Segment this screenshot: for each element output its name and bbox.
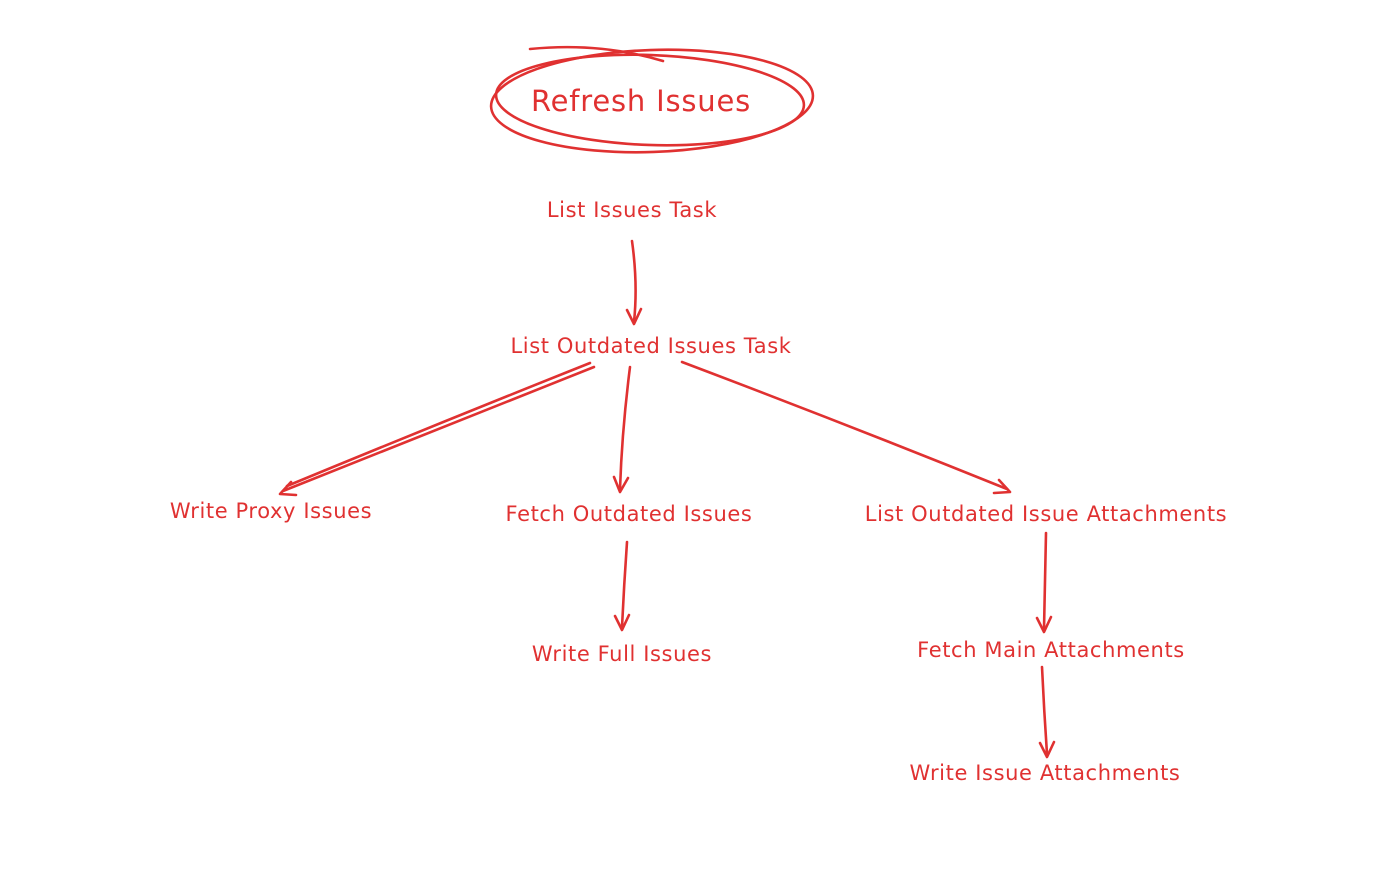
arrowhead	[278, 480, 298, 497]
edge-list-outdated-to-write-proxy	[278, 361, 596, 497]
node-write-full-issues: Write Full Issues	[531, 642, 713, 666]
node-list-outdated-issue-attachments: List Outdated Issue Attachments	[864, 502, 1228, 526]
arrowhead	[992, 478, 1012, 495]
node-write-proxy-issues: Write Proxy Issues	[169, 499, 373, 523]
edge-list-issues-to-list-outdated	[625, 239, 643, 326]
diagram-title: Refresh Issues	[530, 84, 752, 118]
arrowhead	[1038, 740, 1056, 759]
edge-fetch-outdated-to-write-full	[613, 540, 631, 632]
arrowhead	[625, 307, 643, 326]
arrowhead	[1035, 615, 1053, 634]
node-fetch-outdated-issues: Fetch Outdated Issues	[505, 502, 753, 526]
arrowhead	[613, 613, 631, 632]
edge-list-outdated-to-fetch-outdated	[612, 365, 632, 494]
node-fetch-main-attachments: Fetch Main Attachments	[917, 638, 1185, 662]
edge-list-outdated-to-list-attachments	[680, 360, 1012, 495]
node-write-issue-attachments: Write Issue Attachments	[909, 761, 1181, 785]
edge-fetch-main-to-write-issue-attachments	[1038, 665, 1056, 759]
node-list-outdated-issues-task: List Outdated Issues Task	[510, 334, 792, 358]
node-list-issues-task: List Issues Task	[546, 198, 718, 222]
arrowhead	[612, 475, 630, 494]
edge-list-attachments-to-fetch-main	[1035, 531, 1053, 634]
